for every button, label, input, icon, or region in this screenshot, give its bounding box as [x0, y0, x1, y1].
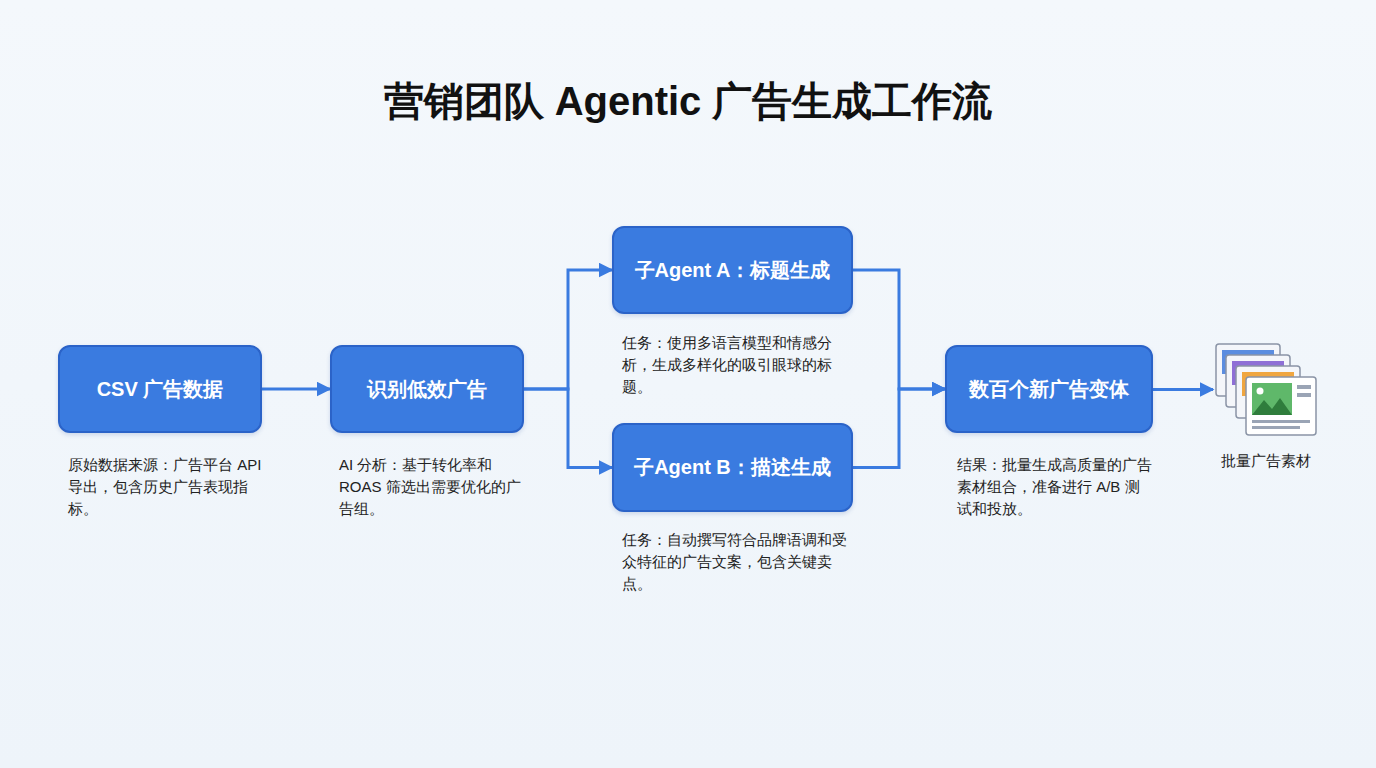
- card-stack: [1216, 344, 1316, 435]
- process-box: 数百个新广告变体结果：批量生成高质量的广告素材组合，准备进行 A/B 测试和投放…: [945, 345, 1153, 433]
- diagram-title: 营销团队 Agentic 广告生成工作流: [0, 74, 1376, 129]
- box-title: 识别低效广告: [357, 376, 497, 403]
- flow-arrow: [262, 388, 330, 391]
- box-description: 任务：自动撰写符合品牌语调和受众特征的广告文案，包含关键卖点。: [622, 529, 854, 594]
- flow-arrow: [524, 389, 612, 468]
- flow-arrow: [853, 389, 945, 468]
- flow-arrow: [524, 270, 612, 389]
- flow-arrow: [853, 270, 945, 389]
- process-box: 识别低效广告AI 分析：基于转化率和 ROAS 筛选出需要优化的广告组。: [330, 345, 524, 433]
- flow-arrow: [1153, 388, 1213, 391]
- box-title: 数百个新广告变体: [959, 376, 1139, 403]
- icon-label: 批量广告素材: [1213, 452, 1319, 471]
- process-box: 子Agent A：标题生成任务：使用多语言模型和情感分析，生成多样化的吸引眼球的…: [612, 226, 853, 314]
- box-title: 子Agent A：标题生成: [625, 257, 841, 284]
- box-description: 结果：批量生成高质量的广告素材组合，准备进行 A/B 测试和投放。: [957, 454, 1153, 519]
- process-box: 子Agent B：描述生成任务：自动撰写符合品牌语调和受众特征的广告文案，包含关…: [612, 423, 853, 512]
- box-description: 任务：使用多语言模型和情感分析，生成多样化的吸引眼球的标题。: [622, 332, 854, 397]
- process-box: CSV 广告数据原始数据来源：广告平台 API 导出，包含历史广告表现指标。: [58, 345, 262, 433]
- box-title: CSV 广告数据: [87, 376, 234, 403]
- box-description: AI 分析：基于转化率和 ROAS 筛选出需要优化的广告组。: [339, 454, 529, 519]
- asset-icon-node: 批量广告素材: [1213, 342, 1319, 438]
- box-title: 子Agent B：描述生成: [624, 454, 841, 481]
- box-description: 原始数据来源：广告平台 API 导出，包含历史广告表现指标。: [68, 454, 268, 519]
